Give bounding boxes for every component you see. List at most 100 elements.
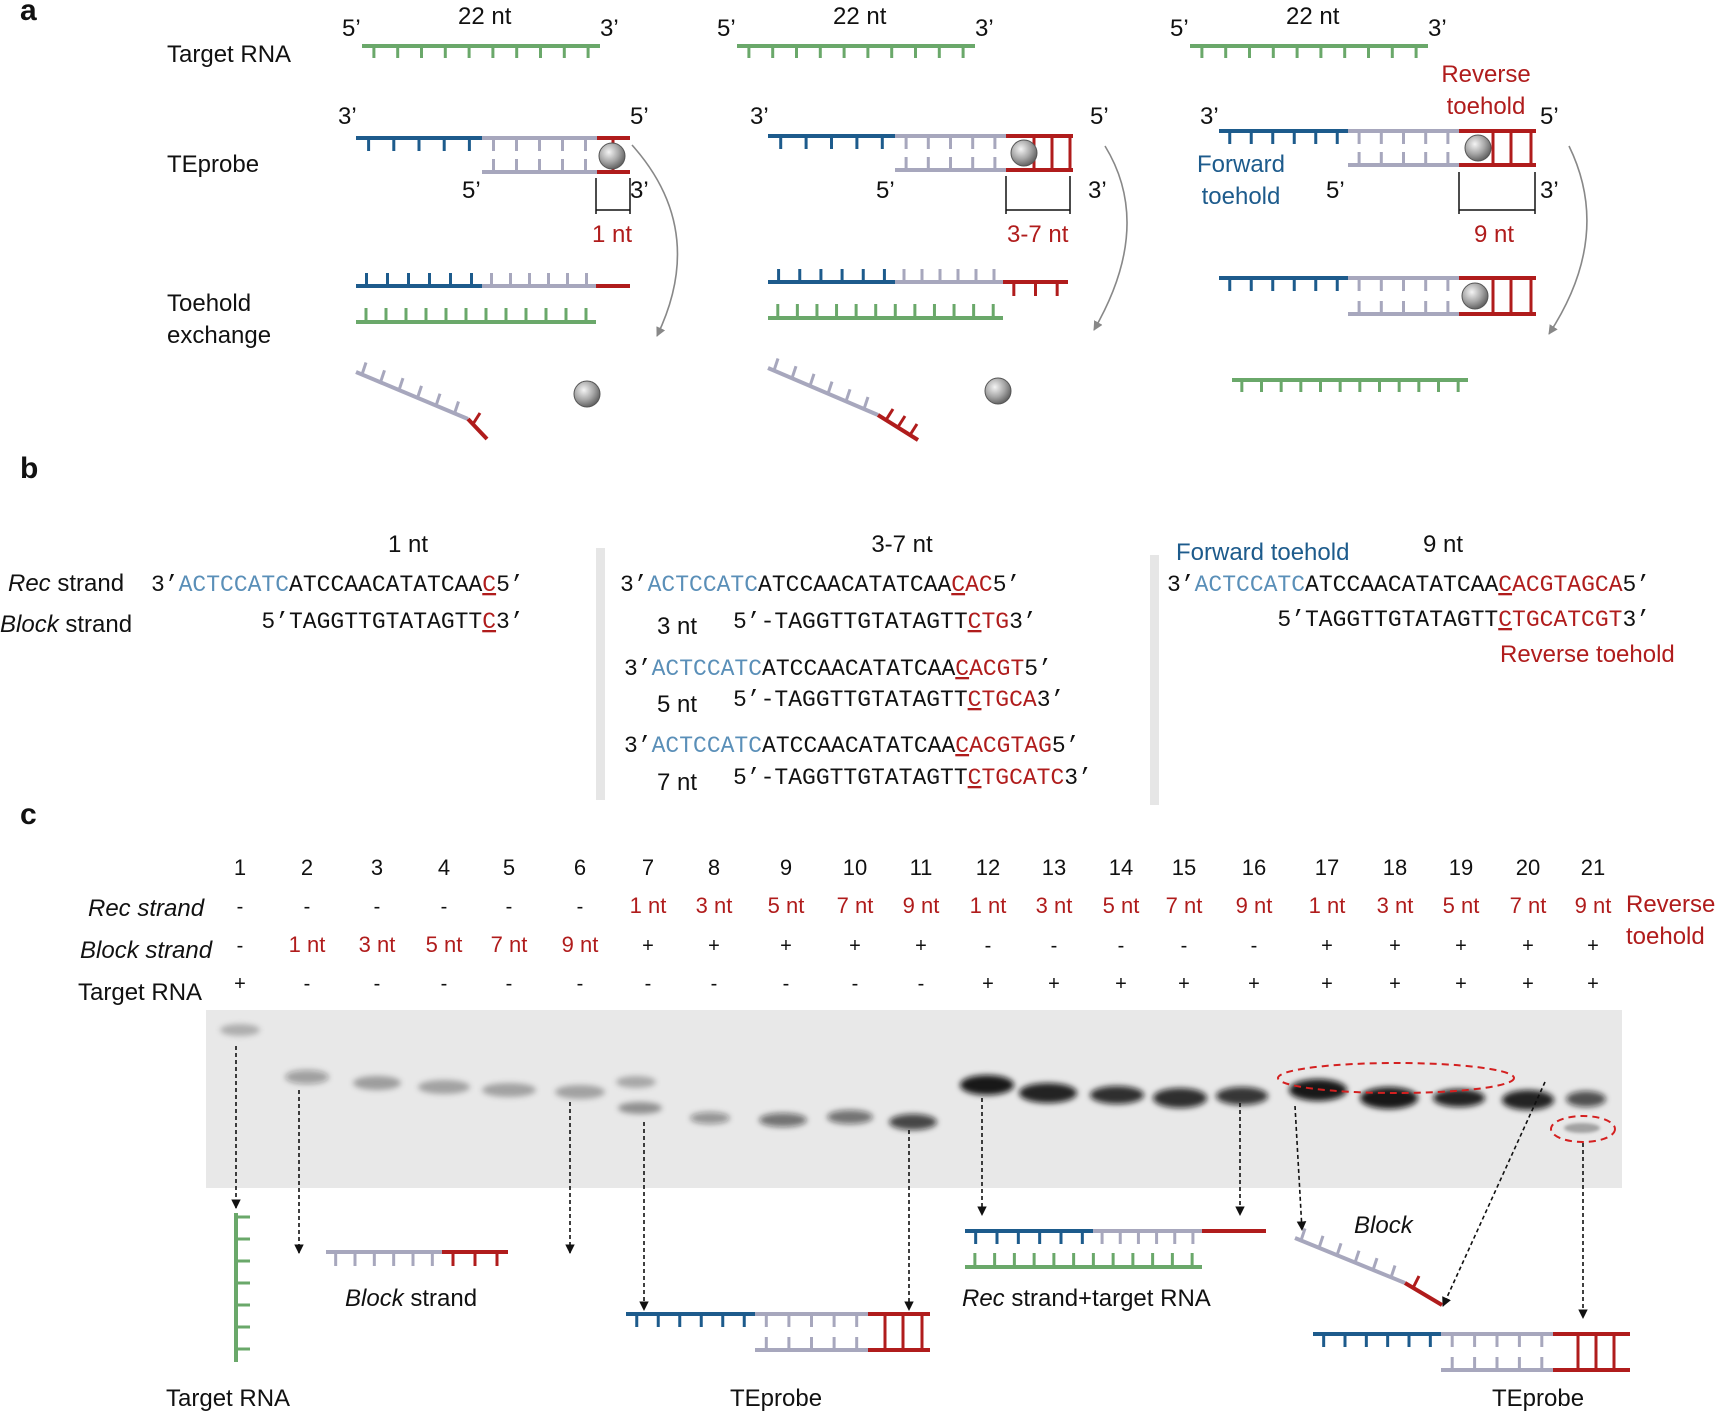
rec-cell-lane-3: -: [374, 896, 381, 918]
highlight-ellipse-lower: [1550, 1115, 1616, 1143]
lane-number-17: 17: [1315, 855, 1339, 880]
header-1nt: 1 nt: [388, 531, 428, 558]
reverse-toehold-backbone: [1403, 1281, 1444, 1307]
label-3-prime: 3’: [975, 15, 994, 42]
sequence-fragment: 5’-: [733, 609, 774, 635]
block-strand: [1348, 301, 1459, 316]
lane-number-13: 13: [1042, 855, 1066, 880]
sequence-fragment: C: [968, 765, 982, 791]
lane-number-12: 12: [976, 855, 1000, 880]
block-cell-lane-2: 1 nt: [289, 932, 326, 957]
target-cell-lane-16: +: [1248, 973, 1260, 995]
sequence-fragment: 5’: [1052, 733, 1080, 759]
divider-right: [1150, 555, 1159, 805]
strand-tick: [1317, 1235, 1325, 1249]
block-strand-row-label: Block strand: [0, 611, 132, 638]
block-strand-caption: Block strand: [345, 1285, 477, 1312]
row-label-toehold: Toehold: [167, 290, 251, 317]
quencher-ball-icon: [573, 380, 601, 408]
strand-tick: [397, 377, 405, 391]
lane-number-9: 9: [780, 855, 792, 880]
lane-number-11: 11: [910, 855, 933, 880]
curved-arrow: [1093, 145, 1128, 331]
sequence-fragment: C: [482, 572, 496, 598]
label-5-prime: 5’: [630, 103, 649, 130]
row-label-exchange: exchange: [167, 322, 271, 349]
sequence-fragment: 5’: [1024, 656, 1052, 682]
label-3-prime: 3’: [338, 103, 357, 130]
target-cell-lane-21: +: [1587, 973, 1599, 995]
quencher-ball-icon: [984, 377, 1012, 405]
block-reverse-toehold: [442, 1250, 508, 1266]
rec-cell-lane-18: 3 nt: [1377, 893, 1414, 918]
sequence-fragment: C: [968, 687, 982, 713]
teprobe-block: [1441, 1357, 1553, 1372]
block-cell-lane-8: +: [708, 935, 720, 957]
reverse-toehold-c-line1: Reverse: [1626, 891, 1715, 918]
target-rna-strand: [768, 304, 1003, 320]
strand-tick: [844, 388, 852, 402]
gel-band: [690, 1112, 730, 1124]
sequence-fragment: ATCCAACATATCAA: [1305, 572, 1498, 598]
teprobe-forward-toehold: [1313, 1332, 1441, 1347]
gel-band: [555, 1085, 605, 1099]
sequence-fragment: C: [955, 656, 969, 682]
block-strand-1nt-sequence: 5’TAGGTTGTATAGTTC3’: [261, 609, 523, 635]
sequence-fragment: TAGGTTGTATAGTT: [774, 765, 967, 791]
rec-cell-lane-12: 1 nt: [970, 893, 1007, 918]
teprobe-caption-1: TEprobe: [730, 1385, 822, 1412]
teprobe-middle: [1441, 1332, 1553, 1347]
reverse-toehold-strand: [1003, 280, 1068, 296]
target-cell-lane-3: -: [374, 973, 381, 995]
rec-cell-lane-1: -: [237, 896, 244, 918]
target-cell-lane-18: +: [1389, 973, 1401, 995]
strand-tick: [453, 401, 460, 414]
strand-tick: [908, 423, 919, 436]
quencher-ball-icon: [1464, 134, 1492, 162]
block-cell-lane-18: +: [1389, 935, 1401, 957]
label-5-prime: 5’: [1540, 103, 1559, 130]
target-cell-lane-6: -: [577, 973, 584, 995]
target-rna-strand: [965, 1253, 1202, 1269]
strand-tick: [1299, 1228, 1307, 1241]
sequence-fragment: ACGT: [969, 656, 1024, 682]
block-caption: Block: [1354, 1212, 1415, 1239]
sequence-fragment: ACGTAGCA: [1512, 572, 1623, 598]
target-rna-vertical-strand: [234, 1213, 250, 1362]
block-cell-lane-12: -: [985, 935, 992, 957]
toehold-length-label: 9 nt: [1474, 221, 1514, 248]
gel-band: [418, 1080, 470, 1094]
curved-arrow: [631, 144, 679, 337]
target-cell-lane-1: +: [234, 973, 246, 995]
forward-toehold-label: toehold: [1202, 183, 1281, 210]
block-cell-lane-20: +: [1522, 935, 1534, 957]
target-cell-lane-13: +: [1048, 973, 1060, 995]
strand-tick: [416, 385, 423, 399]
sequence-fragment: ATCCAACATATCAA: [762, 656, 955, 682]
sequence-fragment: 3’: [1622, 607, 1650, 633]
strand-tick: [826, 381, 834, 395]
label-5-prime: 5’: [342, 15, 361, 42]
strand-tick: [1353, 1250, 1361, 1264]
gel-band: [1153, 1088, 1207, 1108]
target-rna-strand: [356, 308, 596, 324]
sequence-fragment: ATCCAACATATCAA: [758, 572, 951, 598]
lane-number-7: 7: [642, 855, 654, 880]
toehold-length-label: 1 nt: [592, 221, 632, 248]
gel-band: [1090, 1086, 1144, 1104]
sequence-fragment: 3’: [624, 733, 652, 759]
strand-tick: [1411, 1275, 1421, 1289]
gel-band: [1433, 1089, 1485, 1107]
quencher-ball-icon: [1461, 282, 1489, 310]
block-cell-lane-9: +: [780, 935, 792, 957]
sequence-fragment: ACTCCATC: [652, 656, 762, 682]
sequence-fragment: ACTCCATC: [179, 572, 289, 598]
rec-cell-lane-21: 9 nt: [1575, 893, 1612, 918]
toehold-length-label: 3-7 nt: [1007, 221, 1069, 248]
block-cell-lane-13: -: [1051, 935, 1058, 957]
target-cell-lane-7: -: [645, 973, 652, 995]
gel-band: [1019, 1083, 1077, 1103]
